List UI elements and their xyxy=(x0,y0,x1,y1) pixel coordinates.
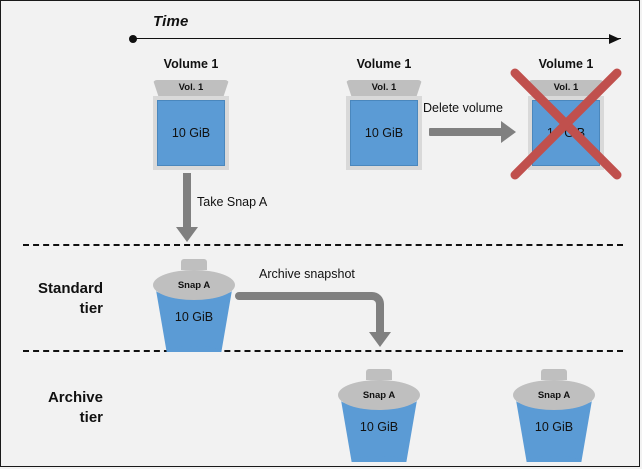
divider-archive-tier xyxy=(23,350,623,352)
timeline-arrow-icon xyxy=(609,33,620,44)
volume-body: 10 GiB xyxy=(528,96,604,170)
volume-cap: Vol. 1 xyxy=(153,80,229,96)
snapshot-cap: Snap A xyxy=(153,270,235,300)
snapshot-size-label: 10 GiB xyxy=(174,310,214,324)
timeline-label: Time xyxy=(153,13,189,30)
volume-1-deleted[interactable]: Volume 1 Vol. 1 10 GiB xyxy=(528,57,604,170)
tier-label-archive-line1: Archive xyxy=(47,389,103,406)
tier-label-archive-line2: tier xyxy=(79,409,103,427)
take-snapshot-arrow-head-icon xyxy=(176,227,198,242)
archive-arrow-head-icon xyxy=(369,332,391,347)
snapshot-icon: Snap A 10 GiB xyxy=(153,259,235,352)
snapshot-icon: Snap A 10 GiB xyxy=(513,369,595,462)
volume-body: 10 GiB xyxy=(153,96,229,170)
timeline-axis xyxy=(135,38,621,39)
tier-label-standard-line2: tier xyxy=(79,300,103,318)
snap-a-standard[interactable]: Snap A 10 GiB xyxy=(153,259,235,352)
volume-title: Volume 1 xyxy=(356,57,412,71)
divider-standard-tier xyxy=(23,244,623,246)
snapshot-cap: Snap A xyxy=(338,380,420,410)
snapshot-cap-label: Snap A xyxy=(362,389,396,401)
snapshot-handle xyxy=(366,369,392,380)
snap-a-archive-2[interactable]: Snap A 10 GiB xyxy=(513,369,595,462)
snapshot-cap-label: Snap A xyxy=(537,389,571,401)
volume-icon: Vol. 1 10 GiB xyxy=(153,80,229,170)
snapshot-size-label: 10 GiB xyxy=(534,420,574,434)
archive-snapshot-label: Archive snapshot xyxy=(259,267,355,281)
volume-icon: Vol. 1 10 GiB xyxy=(528,80,604,170)
tier-label-standard-line1: Standard xyxy=(37,280,103,297)
snapshot-handle xyxy=(541,369,567,380)
volume-title: Volume 1 xyxy=(538,57,594,71)
delete-volume-arrow-head-icon xyxy=(501,121,516,143)
snap-a-archive-1[interactable]: Snap A 10 GiB xyxy=(338,369,420,462)
archive-arrow-corner xyxy=(362,292,384,314)
archive-arrow-horizontal xyxy=(235,292,363,300)
volume-size-label: 10 GiB xyxy=(532,100,600,166)
volume-1-before-delete[interactable]: Volume 1 Vol. 1 10 GiB xyxy=(346,57,422,170)
volume-title: Volume 1 xyxy=(163,57,219,71)
volume-cap: Vol. 1 xyxy=(528,80,604,96)
snapshot-size-label: 10 GiB xyxy=(359,420,399,434)
delete-volume-label: Delete volume xyxy=(423,101,503,115)
volume-size-label: 10 GiB xyxy=(157,100,225,166)
tier-label-standard: Standard tier xyxy=(11,279,103,320)
snapshot-cap: Snap A xyxy=(513,380,595,410)
volume-body: 10 GiB xyxy=(346,96,422,170)
volume-cap-label: Vol. 1 xyxy=(553,81,579,93)
take-snapshot-arrow-shaft xyxy=(183,173,191,228)
snapshot-cap-label: Snap A xyxy=(177,279,211,291)
volume-size-label: 10 GiB xyxy=(350,100,418,166)
volume-icon: Vol. 1 10 GiB xyxy=(346,80,422,170)
volume-cap-label: Vol. 1 xyxy=(178,81,204,93)
volume-cap: Vol. 1 xyxy=(346,80,422,96)
delete-volume-arrow-shaft xyxy=(429,128,502,136)
archive-arrow-vertical xyxy=(376,311,384,333)
snapshot-handle xyxy=(181,259,207,270)
snapshot-bottom xyxy=(527,456,581,462)
snapshot-bottom xyxy=(167,346,221,352)
volume-cap-label: Vol. 1 xyxy=(371,81,397,93)
tier-label-archive: Archive tier xyxy=(11,388,103,429)
snapshot-bottom xyxy=(352,456,406,462)
snapshot-icon: Snap A 10 GiB xyxy=(338,369,420,462)
timeline-start-dot xyxy=(129,35,137,43)
take-snapshot-label: Take Snap A xyxy=(197,195,268,209)
volume-1-initial[interactable]: Volume 1 Vol. 1 10 GiB xyxy=(153,57,229,170)
